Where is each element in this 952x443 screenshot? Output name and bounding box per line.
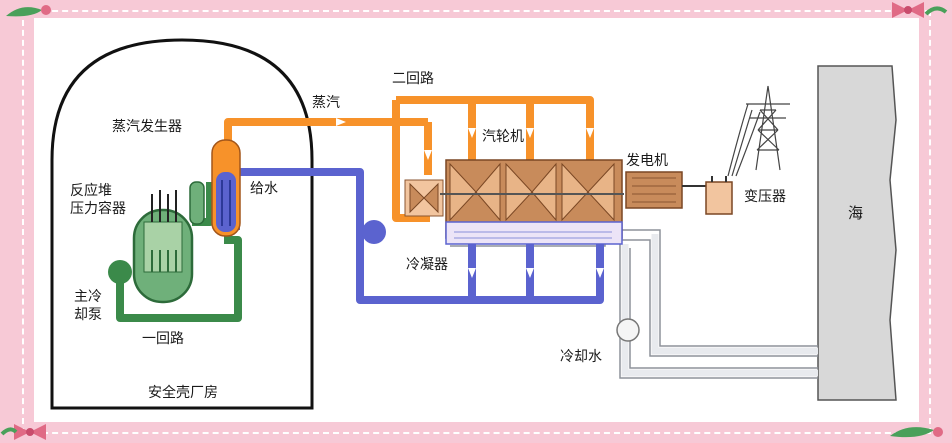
label-reactor-vessel: 反应堆 压力容器 bbox=[70, 183, 126, 217]
condenser bbox=[445, 221, 623, 245]
label-main-pump: 主冷 却泵 bbox=[74, 289, 102, 323]
frame-dashed-border bbox=[22, 10, 931, 434]
label-secondary-loop: 二回路 bbox=[392, 71, 434, 87]
pressurizer bbox=[189, 181, 205, 225]
feedwater-arrows bbox=[370, 262, 604, 278]
corner-bow-icon bbox=[892, 2, 948, 18]
reactor-vessel bbox=[132, 190, 194, 304]
label-steam-generator: 蒸汽发生器 bbox=[112, 119, 182, 135]
label-turbine: 汽轮机 bbox=[482, 129, 524, 145]
label-generator: 发电机 bbox=[626, 153, 668, 169]
steam-arrows bbox=[336, 118, 594, 160]
label-transformer: 变压器 bbox=[744, 189, 786, 205]
label-steam: 蒸汽 bbox=[312, 95, 340, 111]
corner-bow-icon-bottom-left bbox=[0, 424, 46, 440]
feedwater-pump bbox=[362, 220, 386, 244]
steam-generator bbox=[211, 139, 241, 237]
label-containment: 安全壳厂房 bbox=[148, 385, 218, 401]
containment-building bbox=[50, 38, 314, 410]
label-cooling-water: 冷却水 bbox=[560, 349, 602, 365]
transmission-tower-icon bbox=[727, 85, 790, 177]
corner-leaf-icon bbox=[6, 5, 51, 17]
transformer bbox=[705, 176, 733, 215]
sea-area bbox=[817, 65, 897, 401]
label-feedwater: 给水 bbox=[250, 181, 278, 197]
main-coolant-pump bbox=[108, 260, 132, 284]
cooling-water-pipe-fill bbox=[621, 234, 818, 377]
label-primary-loop: 一回路 bbox=[142, 331, 184, 347]
label-sea: 海 bbox=[848, 204, 864, 222]
generator bbox=[625, 171, 683, 209]
corner-leaf-icon-bottom-right bbox=[890, 427, 943, 438]
label-condenser: 冷凝器 bbox=[406, 257, 448, 273]
cooling-water-pump bbox=[616, 318, 640, 342]
